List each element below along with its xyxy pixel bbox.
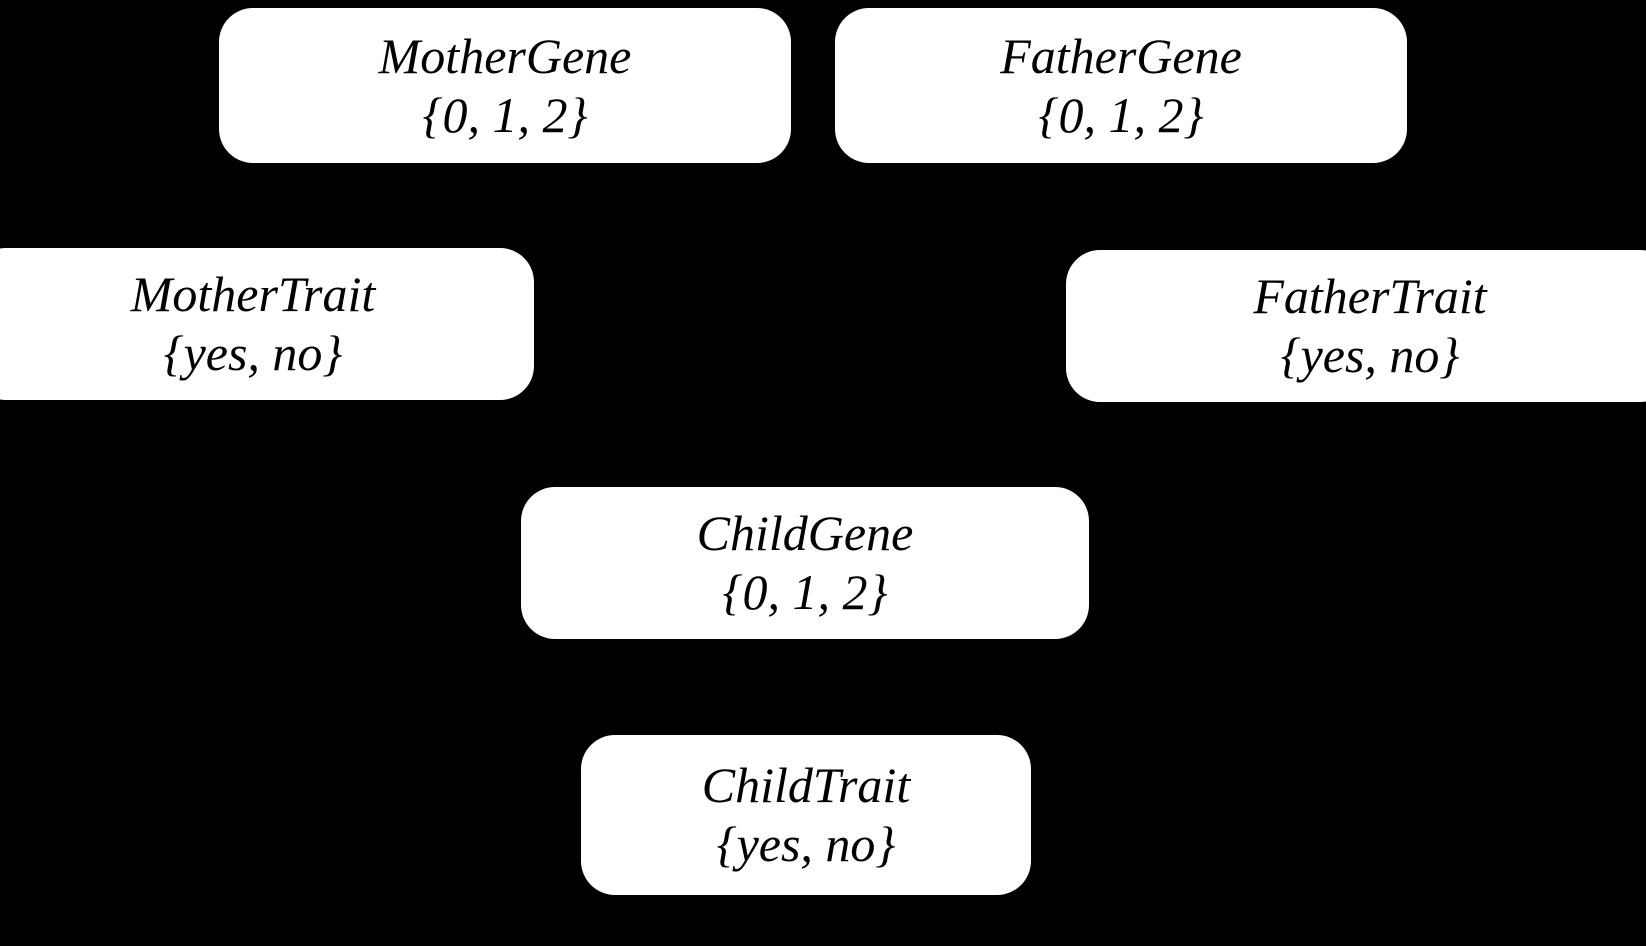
node-mother-trait-domain: {yes, no} xyxy=(163,325,343,381)
node-father-gene-label: FatherGene xyxy=(1000,27,1242,84)
node-child-gene-label: ChildGene xyxy=(696,505,914,561)
node-child-trait-domain: {yes, no} xyxy=(716,816,896,872)
node-father-trait-label: FatherTrait xyxy=(1253,268,1487,324)
node-child-gene[interactable]: ChildGene {0, 1, 2} xyxy=(521,487,1089,639)
node-child-trait-label: ChildTrait xyxy=(701,757,911,813)
node-child-trait[interactable]: ChildTrait {yes, no} xyxy=(581,735,1031,895)
node-mother-trait-label: MotherTrait xyxy=(130,266,376,322)
node-father-trait-domain: {yes, no} xyxy=(1280,327,1460,383)
node-mother-gene-label: MotherGene xyxy=(378,27,632,84)
node-father-gene[interactable]: FatherGene {0, 1, 2} xyxy=(835,8,1407,163)
node-father-gene-domain: {0, 1, 2} xyxy=(1038,86,1204,143)
node-father-trait[interactable]: FatherTrait {yes, no} xyxy=(1066,250,1646,402)
node-mother-trait[interactable]: MotherTrait {yes, no} xyxy=(0,248,534,400)
node-child-gene-domain: {0, 1, 2} xyxy=(722,564,888,620)
node-mother-gene[interactable]: MotherGene {0, 1, 2} xyxy=(219,8,791,163)
node-mother-gene-domain: {0, 1, 2} xyxy=(422,86,588,143)
